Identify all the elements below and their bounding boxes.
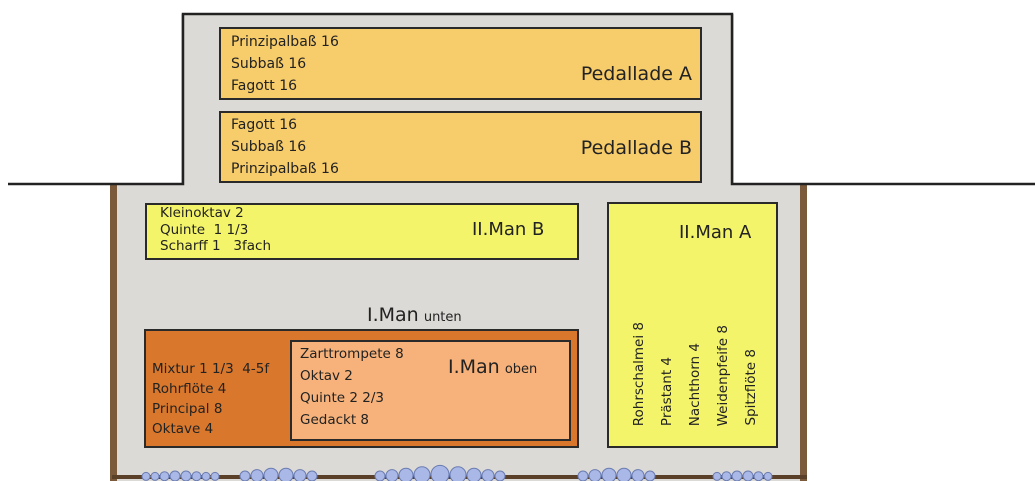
pipe-mouth — [721, 471, 732, 481]
stop-label: Zarttrompete 8 — [300, 346, 404, 362]
pipe-mouth — [191, 471, 202, 481]
man1-unten-title: I.Man unten — [367, 304, 462, 326]
pipe-mouth — [169, 470, 181, 481]
man2b-stops: Kleinoktav 2 Quinte 1 1/3 Scharff 1 3fac… — [160, 205, 271, 255]
pipe-mouth — [753, 471, 764, 481]
stop-label: Rohrschalmei 8 — [631, 321, 647, 426]
stop-label: Kleinoktav 2 — [160, 205, 244, 221]
stop-label: Oktav 2 — [300, 368, 353, 384]
man2a-title: II.Man A — [679, 222, 752, 243]
pipe-mouth — [293, 469, 307, 481]
stop-label: Spitzflöte 8 — [743, 349, 759, 426]
stop-label: Prinzipalbaß 16 — [231, 34, 339, 50]
pipe-mouth — [398, 467, 414, 481]
pipe-mouth — [201, 471, 211, 481]
pedallade-b-title: Pedallade B — [580, 137, 692, 159]
case-outline-path — [8, 12, 1035, 186]
stop-label: Fagott 16 — [231, 78, 298, 94]
pipe-mouth — [577, 470, 589, 481]
pipe-mouth — [430, 464, 450, 481]
pedallade-b: Fagott 16 Subbaß 16 Prinzipalbaß 16 Peda… — [219, 111, 702, 183]
stop-label: Rohrflöte 4 — [152, 381, 227, 397]
pipe-mouth — [731, 470, 743, 481]
stop-label: Subbaß 16 — [231, 56, 307, 72]
stop-label: Principal 8 — [152, 401, 223, 417]
pipe-mouth — [588, 469, 602, 481]
man2b-title: II.Man B — [472, 219, 545, 240]
pedallade-a-title: Pedallade A — [580, 63, 692, 85]
pipe-mouth — [150, 471, 160, 481]
pipe-mouth — [374, 470, 386, 481]
stop-label: Quinte 1 1/3 — [160, 221, 249, 238]
stop-label: Weidenpfeife 8 — [715, 324, 731, 426]
pipe-mouth — [466, 467, 482, 481]
pipe-mouth — [449, 466, 467, 481]
pipe-mouth — [644, 470, 656, 481]
pipe-mouth — [250, 469, 264, 481]
stop-label: Subbaß 16 — [231, 139, 307, 155]
pipe-mouth — [278, 467, 294, 481]
pedallade-b-stops: Fagott 16 Subbaß 16 Prinzipalbaß 16 — [231, 114, 339, 180]
pipe-mouth — [180, 470, 192, 481]
stop-label: Prästant 4 — [659, 356, 675, 426]
stop-label: Scharff 1 3fach — [160, 238, 272, 254]
man1-oben-windchest: Zarttrompete 8 Oktav 2 Quinte 2 2/3 Geda… — [290, 340, 571, 441]
pipe-mouth — [712, 471, 722, 481]
pipe-mouth — [631, 469, 645, 481]
pipe-mouth — [141, 471, 151, 481]
man1-oben-stops: Zarttrompete 8 Oktav 2 Quinte 2 2/3 Geda… — [300, 343, 404, 431]
pipe-mouth — [239, 470, 251, 481]
pipe-mouth — [385, 469, 399, 481]
man2a-windchest: II.Man A Rohrschalmei 8 Prästant 4 Nacht… — [607, 202, 778, 448]
stop-label: Nachthorn 4 — [687, 342, 703, 426]
stop-label: Fagott 16 — [231, 117, 298, 133]
man1-unten-title-main: I.Man — [367, 304, 419, 326]
pipe-mouth — [763, 471, 773, 481]
pipe-mouth — [413, 466, 431, 481]
stop-label: Prinzipalbaß 16 — [231, 161, 339, 177]
man1-unten-windchest: Mixtur 1 1/3 4-5f Rohrflöte 4 Principal … — [144, 329, 579, 448]
pipe-mouth — [263, 467, 279, 481]
pipe-mouth — [481, 469, 495, 481]
stop-label: Mixtur 1 1/3 4-5f — [152, 361, 270, 377]
front-pipes — [141, 464, 773, 481]
man1-oben-title-sub: oben — [504, 362, 538, 377]
right-wall — [800, 183, 807, 481]
stop-label: Gedackt 8 — [300, 412, 370, 428]
pedallade-a: Prinzipalbaß 16 Subbaß 16 Fagott 16 Peda… — [219, 27, 702, 100]
stop-label: Oktave 4 — [152, 421, 214, 437]
left-wall — [110, 183, 117, 481]
man2b-windchest: Kleinoktav 2 Quinte 1 1/3 Scharff 1 3fac… — [145, 203, 579, 260]
man1-oben-title: I.Man oben — [448, 356, 537, 378]
man1-unten-stops: Mixtur 1 1/3 4-5f Rohrflöte 4 Principal … — [152, 359, 269, 439]
man1-unten-title-sub: unten — [423, 310, 462, 325]
stop-label: Quinte 2 2/3 — [300, 390, 384, 406]
pipe-mouth — [306, 470, 318, 481]
pipe-mouth — [494, 470, 506, 481]
pipe-mouth — [616, 467, 632, 481]
pipe-mouth — [210, 471, 220, 481]
pedallade-a-stops: Prinzipalbaß 16 Subbaß 16 Fagott 16 — [231, 31, 339, 97]
pipe-mouth — [742, 470, 754, 481]
pipe-mouth — [159, 471, 170, 481]
man1-oben-title-main: I.Man — [448, 356, 500, 378]
pipe-mouth — [601, 467, 617, 481]
